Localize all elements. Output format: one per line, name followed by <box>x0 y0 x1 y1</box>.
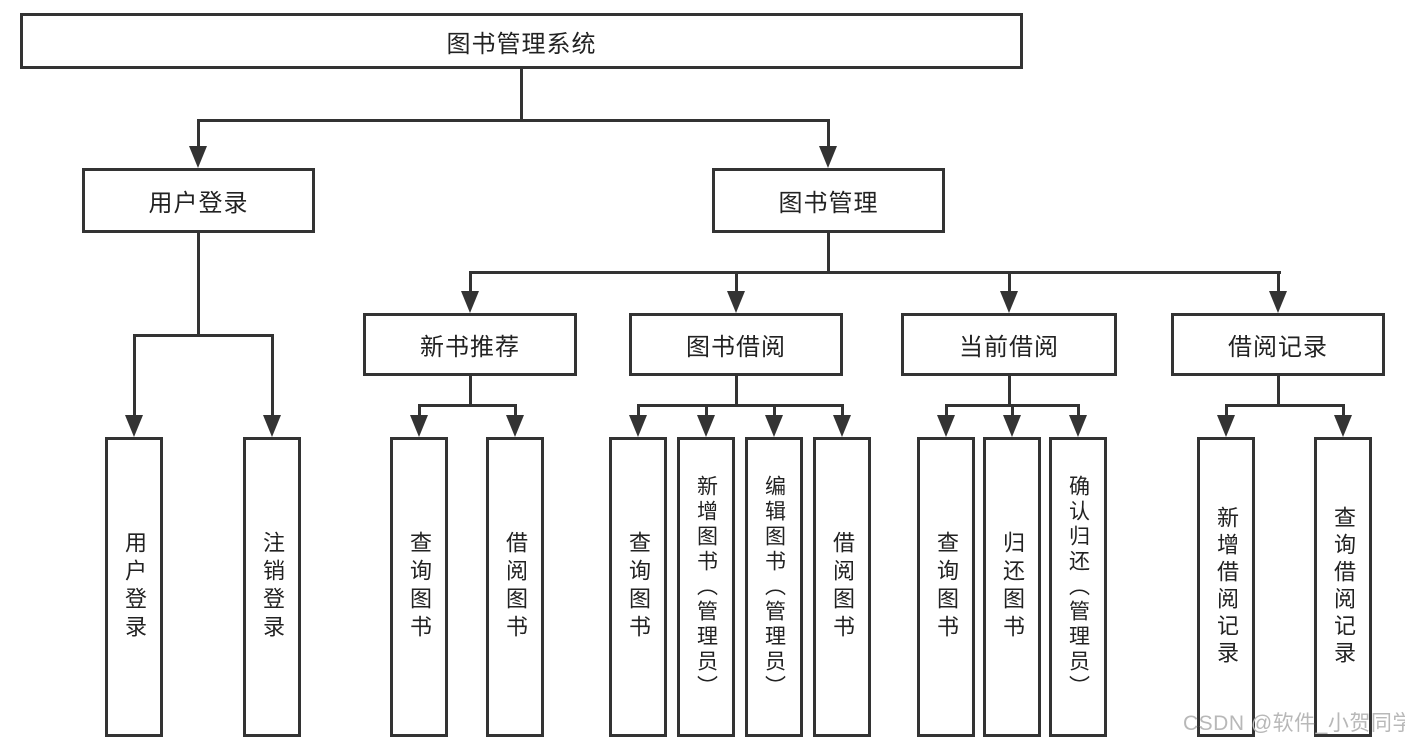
line <box>945 404 948 418</box>
arrow-down-icon <box>697 415 715 437</box>
line <box>773 404 776 418</box>
leaf-user-login: 用户登录 <box>105 437 163 737</box>
arrow-down-icon <box>410 415 428 437</box>
node-current-borrow: 当前借阅 <box>901 313 1117 376</box>
line <box>1342 404 1345 418</box>
line <box>197 119 830 122</box>
arrow-down-icon <box>629 415 647 437</box>
line <box>841 404 844 418</box>
leaf-current-query: 查询图书 <box>917 437 975 737</box>
leaf-records-query: 查询借阅记录 <box>1314 437 1372 737</box>
leaf-borrow-query: 查询图书 <box>609 437 667 737</box>
arrow-down-icon <box>506 415 524 437</box>
line <box>514 404 517 418</box>
line <box>827 233 830 274</box>
node-book-borrow: 图书借阅 <box>629 313 843 376</box>
node-user-login: 用户登录 <box>82 168 315 233</box>
line <box>133 334 274 337</box>
line <box>637 404 640 418</box>
line <box>735 271 738 293</box>
arrow-down-icon <box>1217 415 1235 437</box>
line <box>637 404 844 407</box>
arrow-down-icon <box>727 291 745 313</box>
line <box>418 404 421 418</box>
arrow-down-icon <box>833 415 851 437</box>
arrow-down-icon <box>765 415 783 437</box>
line <box>1277 376 1280 407</box>
arrow-down-icon <box>1003 415 1021 437</box>
leaf-borrow-add-admin: 新增图书（管理员） <box>677 437 735 737</box>
arrow-down-icon <box>461 291 479 313</box>
line <box>133 334 136 417</box>
line <box>735 376 738 407</box>
arrow-down-icon <box>937 415 955 437</box>
line <box>1225 404 1345 407</box>
line <box>271 334 274 417</box>
arrow-down-icon <box>1000 291 1018 313</box>
leaf-current-confirm-admin: 确认归还（管理员） <box>1049 437 1107 737</box>
arrow-down-icon <box>125 415 143 437</box>
arrow-down-icon <box>1069 415 1087 437</box>
line <box>1277 271 1280 293</box>
leaf-borrow-book: 借阅图书 <box>813 437 871 737</box>
line <box>1077 404 1080 418</box>
line <box>469 376 472 407</box>
line <box>1008 271 1011 293</box>
line <box>469 271 472 293</box>
line <box>469 271 1281 274</box>
leaf-newbooks-borrow: 借阅图书 <box>486 437 544 737</box>
line <box>520 69 523 122</box>
arrow-down-icon <box>1334 415 1352 437</box>
line <box>418 404 517 407</box>
leaf-borrow-edit-admin: 编辑图书（管理员） <box>745 437 803 737</box>
arrow-down-icon <box>189 146 207 168</box>
line <box>827 119 830 148</box>
leaf-newbooks-query: 查询图书 <box>390 437 448 737</box>
leaf-records-add: 新增借阅记录 <box>1197 437 1255 737</box>
arrow-down-icon <box>263 415 281 437</box>
line <box>1225 404 1228 418</box>
arrow-down-icon <box>819 146 837 168</box>
node-book-management: 图书管理 <box>712 168 945 233</box>
node-borrow-records: 借阅记录 <box>1171 313 1385 376</box>
leaf-current-return: 归还图书 <box>983 437 1041 737</box>
node-root: 图书管理系统 <box>20 13 1023 69</box>
line <box>197 233 200 337</box>
arrow-down-icon <box>1269 291 1287 313</box>
line <box>705 404 708 418</box>
csdn-watermark: CSDN @软件_小贺同学 <box>1183 712 1405 735</box>
leaf-logout: 注销登录 <box>243 437 301 737</box>
line <box>1008 376 1011 407</box>
line <box>197 119 200 148</box>
line <box>1011 404 1014 418</box>
node-new-book-recommend: 新书推荐 <box>363 313 577 376</box>
